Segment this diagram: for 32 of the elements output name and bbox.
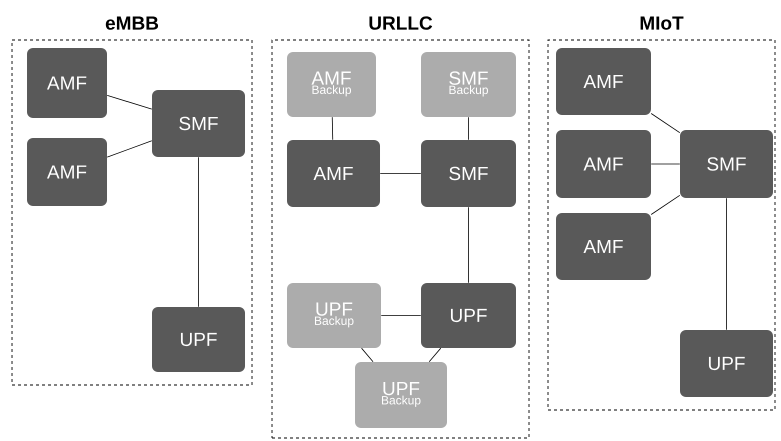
connector-line	[650, 194, 680, 215]
function-box: UPF	[152, 307, 245, 372]
function-box: AMF	[27, 138, 107, 206]
connector-line	[380, 315, 422, 316]
function-box: AMF	[556, 48, 651, 115]
connector-line	[650, 113, 680, 134]
backup-box: AMF Backup	[287, 52, 376, 117]
backup-box: UPF Backup	[355, 362, 447, 428]
function-box: AMF	[287, 140, 380, 207]
function-box: AMF	[556, 213, 651, 280]
function-box: AMF	[556, 130, 651, 198]
node-label: eMBB	[106, 16, 158, 30]
node-label: MIoT	[640, 16, 684, 30]
backup-box: SMF Backup	[421, 52, 516, 117]
connector-line	[106, 140, 152, 158]
function-box: UPF	[680, 330, 773, 397]
function-box: SMF	[421, 140, 516, 207]
connector-line	[198, 156, 199, 308]
backup-box: UPF Backup	[287, 283, 381, 348]
function-box: UPF	[421, 283, 516, 348]
function-box: SMF	[152, 90, 245, 157]
node-label: URLLC	[369, 16, 432, 30]
connector-line	[380, 173, 422, 174]
connector-line	[428, 348, 442, 362]
connector-line	[332, 116, 334, 140]
function-box: SMF	[680, 130, 773, 198]
connector-line	[361, 348, 374, 362]
function-box: AMF	[27, 48, 107, 118]
connector-line	[468, 206, 469, 284]
connector-line	[106, 94, 152, 110]
connector-line	[726, 198, 727, 330]
connector-line	[468, 116, 469, 140]
